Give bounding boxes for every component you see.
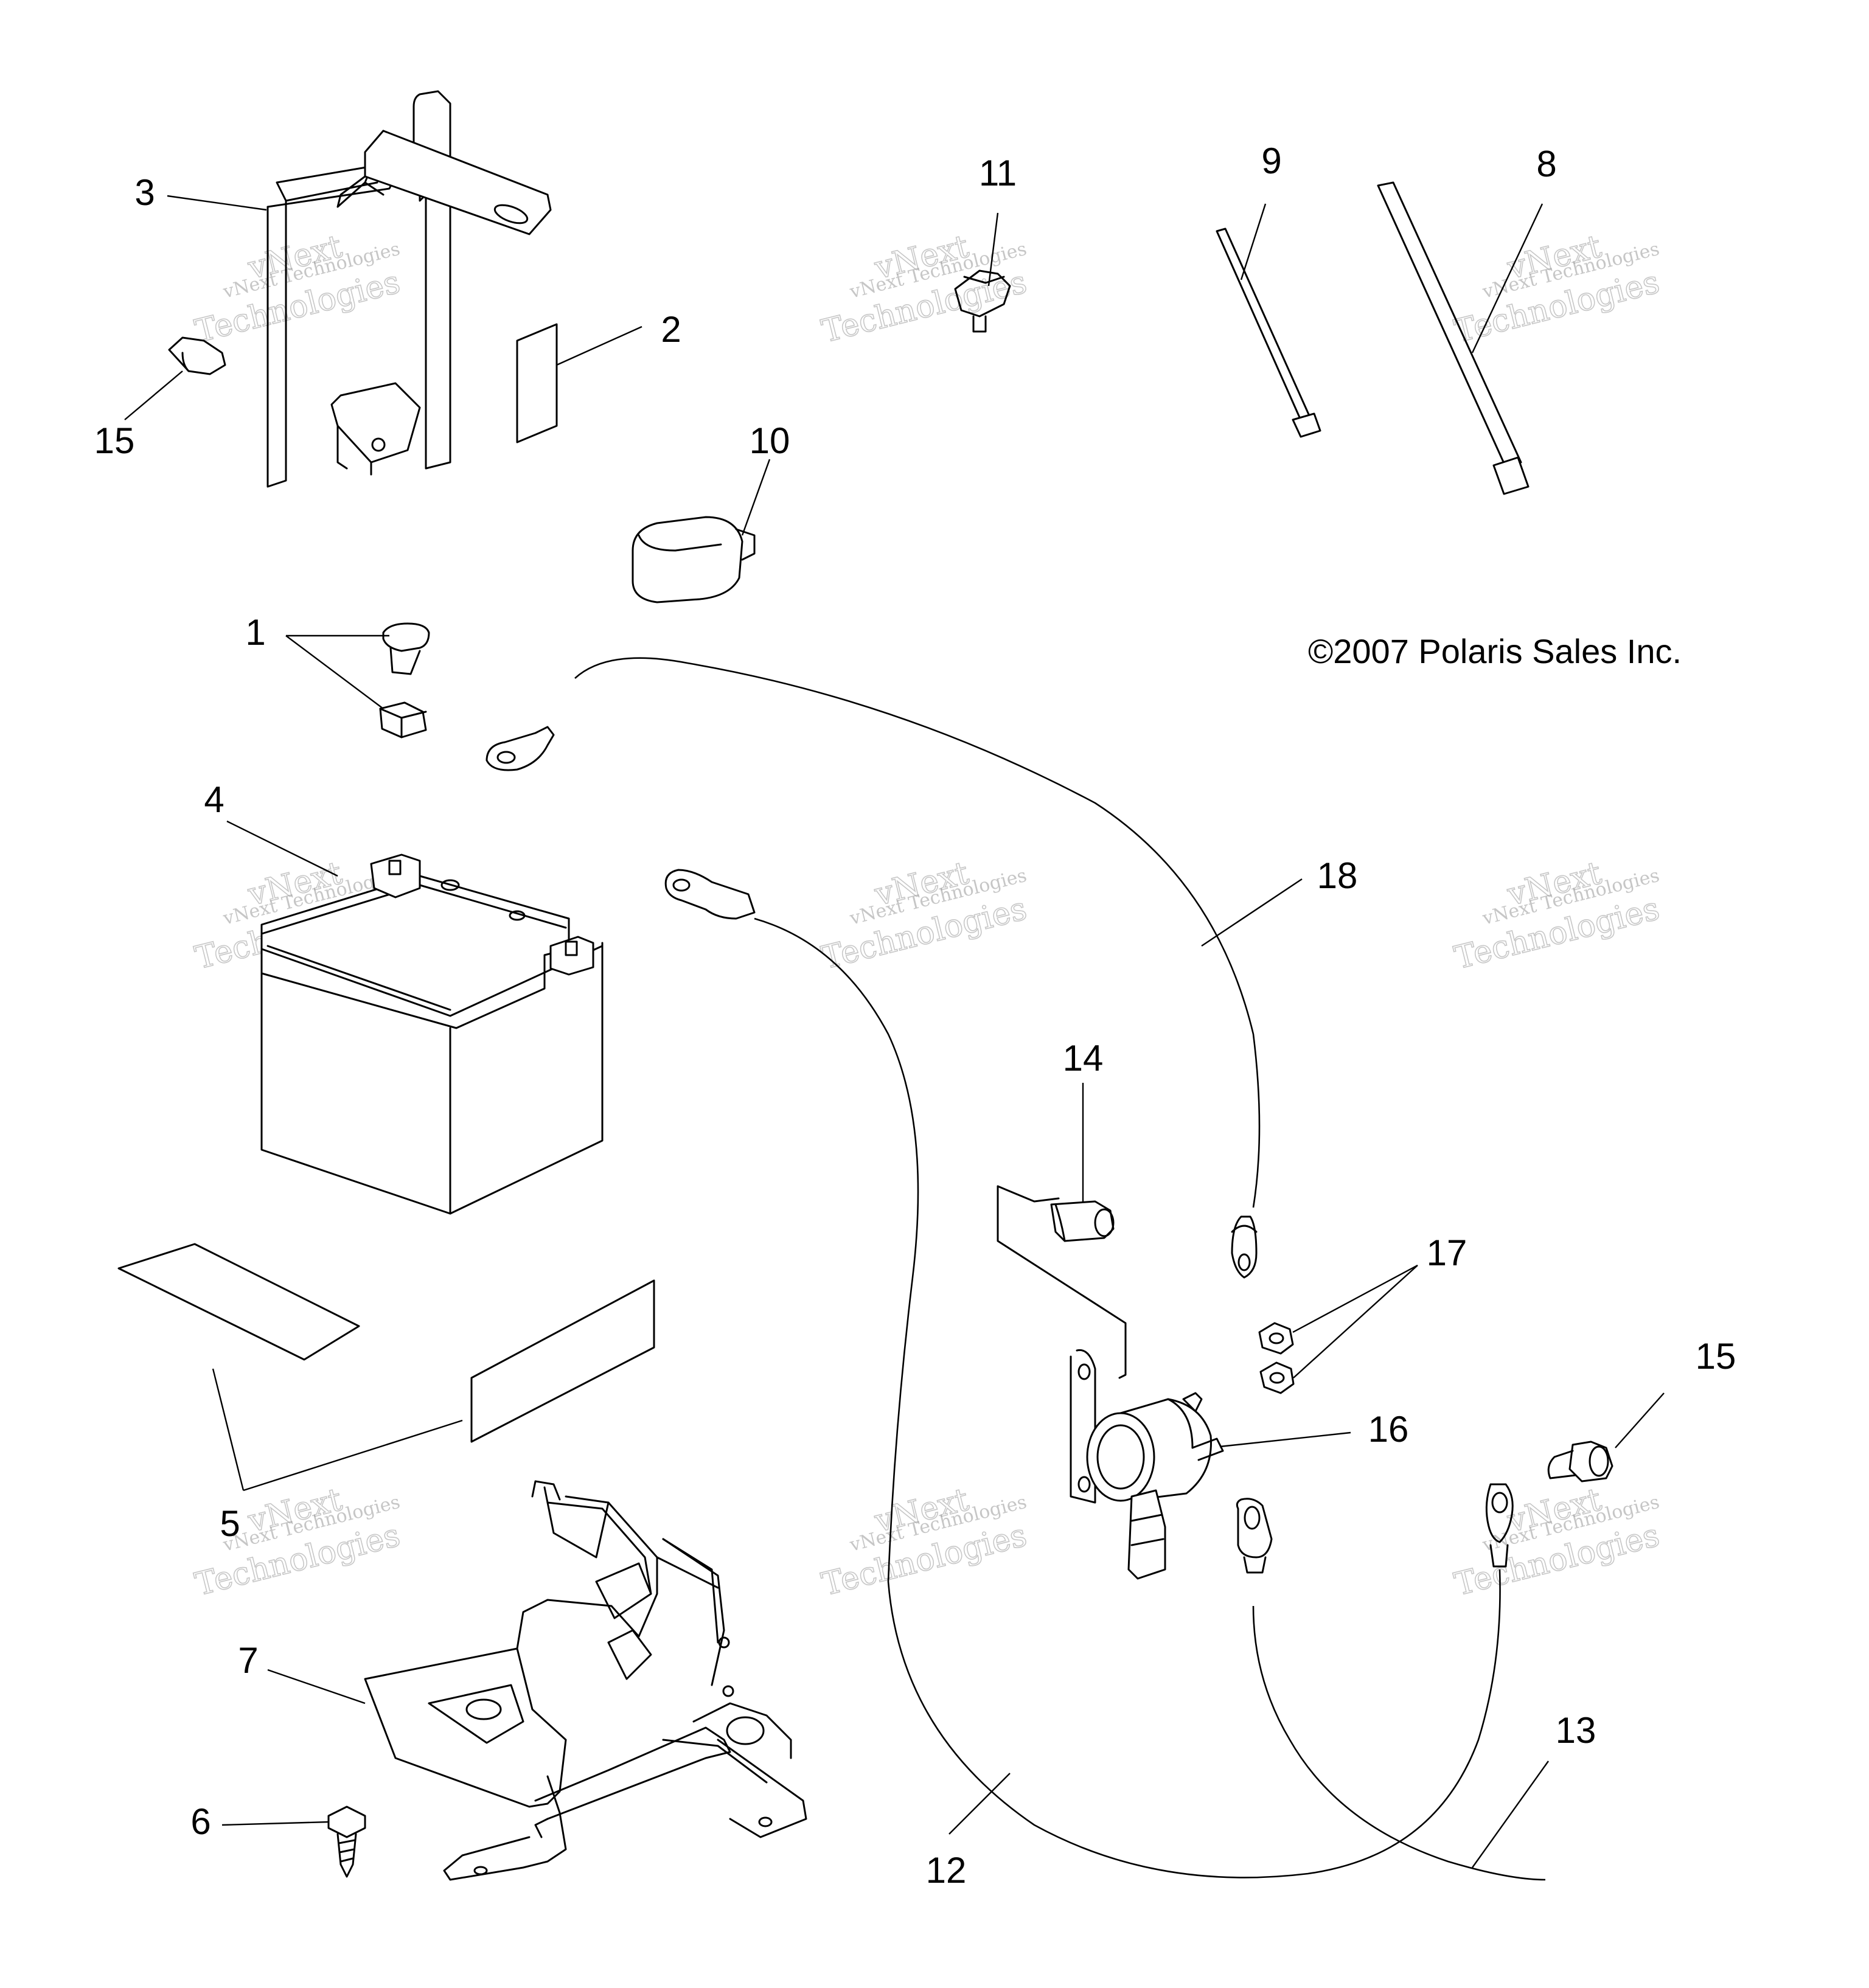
callout-10: 10 [750, 420, 790, 461]
part-3-hold-down-bracket [266, 90, 552, 488]
callout-17: 17 [1427, 1232, 1467, 1273]
watermark: vNext vNext Technologies Technologies [191, 1481, 404, 1604]
callout-7: 7 [238, 1640, 258, 1681]
callout-1: 1 [245, 612, 265, 653]
part-12-wire [664, 869, 1514, 1879]
callout-16: 16 [1368, 1409, 1409, 1450]
part-6-screw [327, 1806, 366, 1878]
callouts: 3 2 15 10 11 9 8 1 4 18 14 17 15 16 5 7 … [94, 141, 1736, 1891]
watermark: vNext vNext Technologies Technologies [1450, 228, 1663, 350]
watermark: vNext vNext Technologies Technologies [818, 854, 1031, 977]
watermark: vNext vNext Technologies Technologies [191, 228, 404, 350]
watermark: vNext vNext Technologies Technologies [1450, 1481, 1663, 1604]
callout-15-left: 15 [94, 420, 135, 461]
part-13-wire [1236, 1498, 1546, 1881]
callout-11: 11 [979, 153, 1017, 193]
callout-3: 3 [134, 172, 155, 213]
part-9-cable-tie-short [1216, 228, 1321, 438]
watermark: vNext vNext Technologies Technologies [818, 1481, 1031, 1604]
part-18-wire [574, 657, 1261, 1279]
callout-6: 6 [190, 1801, 211, 1842]
part-15-bolt-right [1547, 1441, 1613, 1482]
callout-8: 8 [1536, 144, 1556, 184]
callout-2: 2 [661, 309, 681, 350]
callout-14: 14 [1063, 1038, 1104, 1079]
callout-9: 9 [1261, 141, 1281, 181]
watermark: vNext vNext Technologies Technologies [1450, 854, 1663, 977]
part-10-terminal-cap [632, 516, 756, 603]
part-17-nuts [1258, 1322, 1295, 1394]
part-11-clip [954, 269, 1011, 333]
callout-5: 5 [220, 1503, 240, 1544]
callout-18: 18 [1317, 855, 1358, 896]
ring-terminal-top [486, 726, 555, 771]
part-2-decal [516, 323, 558, 443]
part-1-bolt-and-nut [379, 622, 430, 739]
part-7-battery-box [364, 1480, 807, 1881]
callout-12: 12 [926, 1850, 967, 1891]
watermark: vNext vNext Technologies Technologies [818, 228, 1031, 350]
part-8-cable-tie-long [1377, 181, 1530, 495]
part-16-solenoid [1070, 1349, 1224, 1580]
leader-lines [124, 195, 1665, 1868]
part-14-bolt [997, 1185, 1127, 1379]
part-15-bolt-left [168, 336, 226, 375]
part-5-decals [117, 1243, 655, 1443]
copyright-notice: ©2007 Polaris Sales Inc. [1308, 632, 1682, 670]
callout-4: 4 [204, 779, 224, 820]
part-4-battery [260, 853, 604, 1215]
callout-13: 13 [1556, 1710, 1596, 1751]
callout-15-right: 15 [1696, 1336, 1736, 1377]
